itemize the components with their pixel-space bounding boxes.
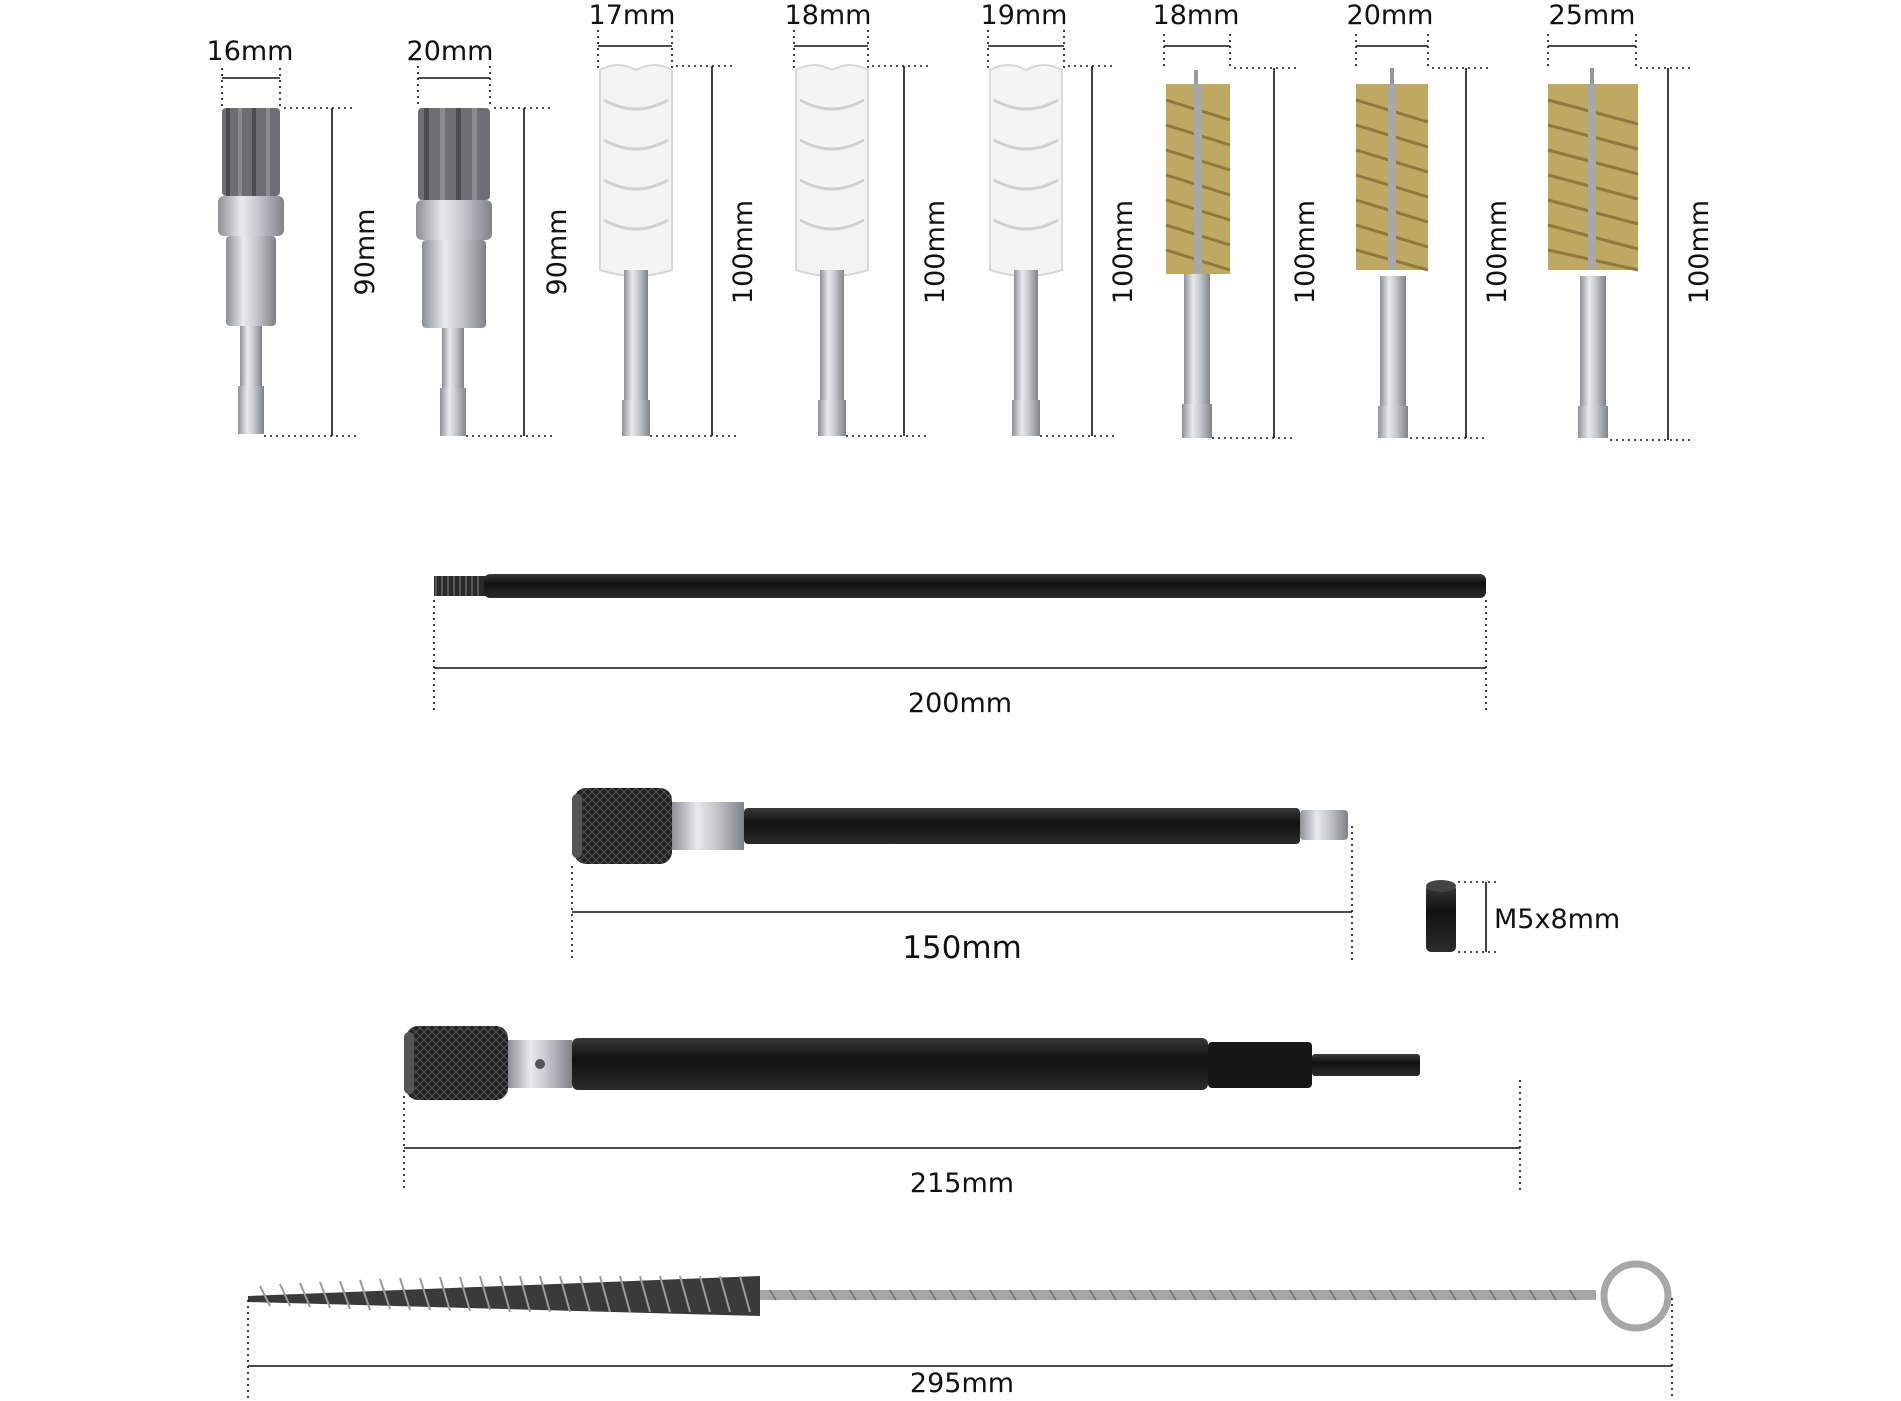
width-label: 16mm [207, 36, 294, 67]
flexible-extension-215mm: 215mm [403, 1026, 1521, 1199]
width-label: 19mm [981, 0, 1068, 31]
width-label: 18mm [785, 0, 872, 31]
threaded-adapter: M5x8mm [1426, 880, 1620, 953]
end-brush-16mm: 16mm 90mm [207, 36, 381, 437]
twisted-wire-brush-295mm: 295mm [247, 1260, 1673, 1400]
brush-row: 16mm 90mm 20mm 90mm [207, 0, 1715, 441]
nylon-brush-19mm: 19mm 100mm [981, 0, 1139, 437]
brass-brush-20mm: 20mm 100mm [1347, 0, 1513, 439]
nylon-brush-18mm: 18mm 100mm [785, 0, 951, 437]
rod-length-label: 295mm [910, 1368, 1014, 1399]
length-label: 90mm [542, 209, 573, 296]
rod-length-label: 215mm [910, 1168, 1014, 1199]
length-label: 90mm [350, 209, 381, 296]
end-brush-20mm: 20mm 90mm [407, 36, 573, 437]
length-label: 100mm [920, 200, 951, 304]
width-label: 20mm [407, 36, 494, 67]
length-label: 100mm [1684, 200, 1715, 304]
quick-release-extension-150mm: 150mm [571, 788, 1353, 966]
length-label: 100mm [1290, 200, 1321, 304]
brass-brush-25mm: 25mm 100mm [1547, 0, 1715, 441]
rod-length-label: 200mm [908, 688, 1012, 719]
width-label: 18mm [1153, 0, 1240, 31]
brass-brush-18mm: 18mm 100mm [1153, 0, 1321, 439]
width-label: 25mm [1549, 0, 1636, 31]
width-label: 20mm [1347, 0, 1434, 31]
length-label: 100mm [1482, 200, 1513, 304]
length-label: 100mm [1108, 200, 1139, 304]
length-label: 100mm [728, 200, 759, 304]
nylon-brush-17mm: 17mm 100mm [589, 0, 759, 437]
extension-rod-200mm: 200mm [433, 574, 1487, 719]
rod-length-label: 150mm [902, 930, 1022, 966]
adapter-size-label: M5x8mm [1494, 904, 1620, 935]
width-label: 17mm [589, 0, 676, 31]
